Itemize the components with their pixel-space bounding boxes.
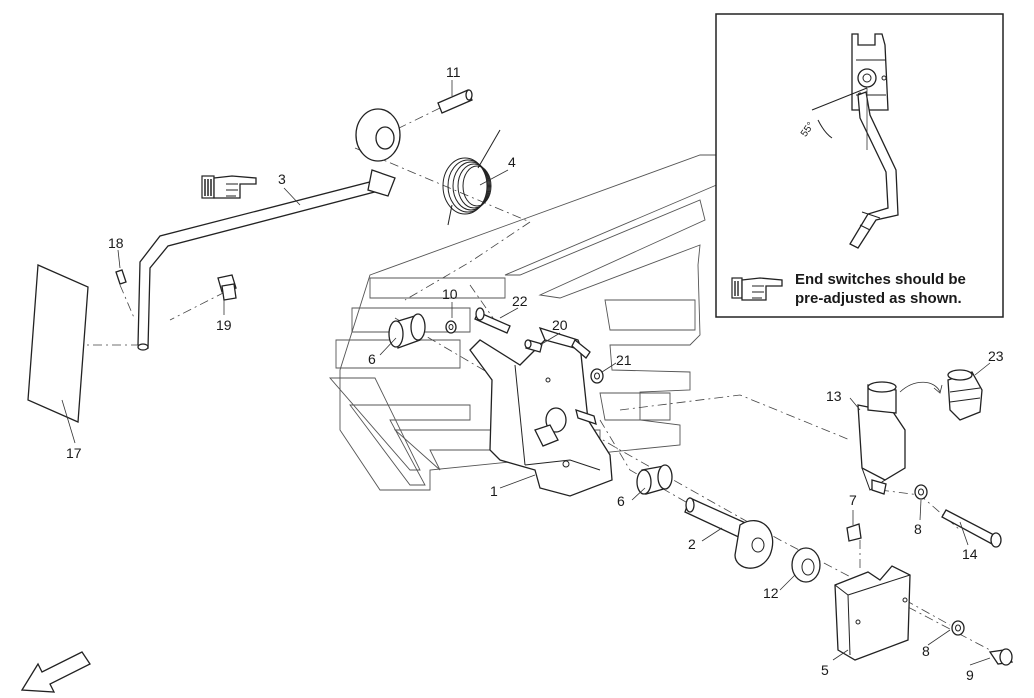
callout-5: 5 bbox=[821, 662, 829, 678]
end-switch-part-13 bbox=[857, 381, 906, 495]
bushing-part-6-upper bbox=[388, 313, 426, 349]
pedal-lever-part bbox=[137, 108, 401, 351]
callout-7: 7 bbox=[849, 492, 857, 508]
mounting-bracket-part bbox=[469, 326, 613, 497]
washer-part-10 bbox=[445, 320, 457, 334]
shaft-part-2 bbox=[684, 497, 774, 569]
callout-14: 14 bbox=[962, 546, 978, 562]
callout-2: 2 bbox=[688, 536, 696, 552]
callout-6-upper: 6 bbox=[368, 351, 376, 367]
callout-17: 17 bbox=[66, 445, 82, 461]
callout-13: 13 bbox=[826, 388, 842, 404]
inset-note-line-2: pre-adjusted as shown. bbox=[795, 290, 962, 307]
long-bolt-part-14 bbox=[941, 509, 1002, 548]
spacer-part-7 bbox=[846, 523, 862, 542]
callout-18: 18 bbox=[108, 235, 124, 251]
pedal-pad-part bbox=[27, 264, 89, 423]
cable-gland-part-23 bbox=[899, 369, 983, 421]
roll-pin-part-11 bbox=[437, 89, 473, 114]
washer-part-8-upper bbox=[914, 484, 928, 500]
pointing-hand-icon bbox=[731, 277, 783, 301]
inset-detail-box: 55° End switches should be pre-adjusted … bbox=[715, 13, 1004, 318]
callout-20: 20 bbox=[552, 317, 568, 333]
bolt-part-19 bbox=[217, 274, 237, 301]
callout-11: 11 bbox=[446, 64, 461, 80]
callout-21: 21 bbox=[616, 352, 632, 368]
callout-6-lower: 6 bbox=[617, 493, 625, 509]
inset-note-line-1: End switches should be bbox=[795, 271, 966, 288]
callout-19: 19 bbox=[216, 317, 232, 333]
callout-23: 23 bbox=[988, 348, 1004, 364]
callout-1: 1 bbox=[490, 483, 498, 499]
callout-labels: 11 4 3 18 19 17 10 22 20 21 6 6 1 2 12 1… bbox=[66, 64, 1004, 683]
callout-22: 22 bbox=[512, 293, 528, 309]
callout-10: 10 bbox=[442, 286, 458, 302]
washer-part-8-lower bbox=[951, 620, 965, 636]
torsion-spring-part bbox=[442, 129, 501, 226]
screw-part-9 bbox=[988, 648, 1014, 666]
leader-lines bbox=[61, 80, 991, 666]
pin-part-20 bbox=[524, 339, 543, 353]
ring-part-12 bbox=[791, 547, 821, 583]
pointing-hand-icon bbox=[201, 175, 257, 199]
callout-8-upper: 8 bbox=[914, 521, 922, 537]
callout-8-lower: 8 bbox=[922, 643, 930, 659]
switch-cover-part-5 bbox=[834, 565, 911, 661]
callout-12: 12 bbox=[763, 585, 779, 601]
callout-9: 9 bbox=[966, 667, 974, 683]
bolt-part-22 bbox=[474, 307, 511, 334]
callout-3: 3 bbox=[278, 171, 286, 187]
pin-part-18 bbox=[115, 269, 127, 285]
callout-4: 4 bbox=[508, 154, 516, 170]
nut-part-21 bbox=[590, 368, 604, 384]
direction-arrow-icon bbox=[20, 651, 91, 693]
bushing-part-6-lower bbox=[636, 464, 673, 495]
